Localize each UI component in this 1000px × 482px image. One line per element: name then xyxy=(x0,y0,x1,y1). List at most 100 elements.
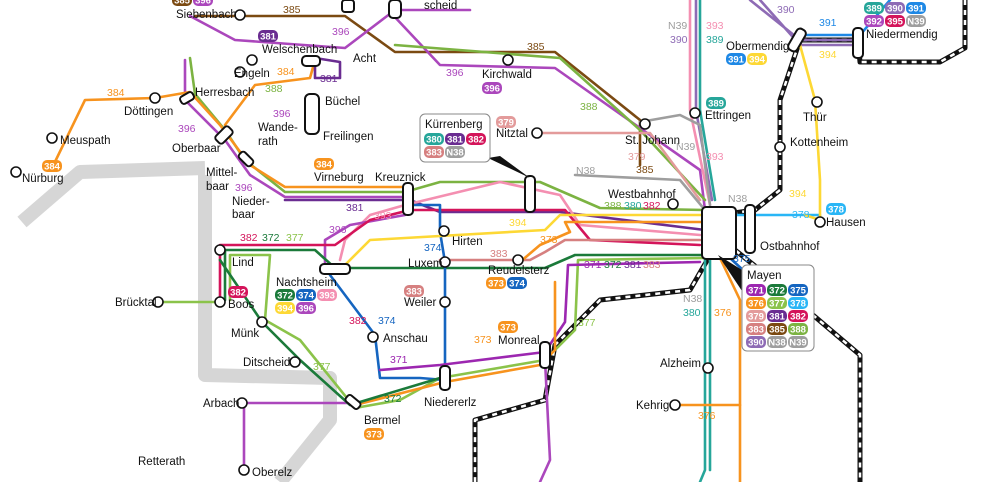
route-badge-372: 372 xyxy=(275,289,295,302)
svg-text:N39: N39 xyxy=(907,17,924,28)
route-badge-380: 380 xyxy=(424,133,444,146)
route-badge-384: 384 xyxy=(314,158,334,171)
rn-n38-top: N38 xyxy=(576,165,595,177)
svg-text:371: 371 xyxy=(748,286,765,297)
route-badge-N39: N39 xyxy=(906,15,926,28)
route-badge-394: 394 xyxy=(275,302,295,315)
label-st-johann: St. Johann xyxy=(625,135,680,147)
label-mittelbaar-1: Mittel- xyxy=(206,167,237,179)
rn-393-kreuznick: 393 xyxy=(374,210,392,222)
route-396-kirchwald xyxy=(390,12,707,212)
label-wanderath-1: Wande- xyxy=(258,122,298,134)
rn-393-top: 393 xyxy=(706,20,724,32)
route-badge-383: 383 xyxy=(404,285,424,298)
rn-376-kehrig: 376 xyxy=(698,410,716,422)
svg-text:372: 372 xyxy=(277,291,293,302)
label-niedererlz: Niedererlz xyxy=(424,397,477,409)
rn-382-lind: 382 xyxy=(240,232,258,244)
label-welschenbach: Welschenbach xyxy=(262,44,337,56)
label-acht: Acht xyxy=(353,53,377,65)
label-boos: Boos xyxy=(228,299,254,311)
label-ettringen: Ettringen xyxy=(705,110,751,122)
label-doettingen: Döttingen xyxy=(124,106,173,118)
label-kehrig: Kehrig xyxy=(636,400,669,412)
route-379 xyxy=(538,131,702,202)
rn-384-doettingen: 384 xyxy=(107,87,125,99)
label-kreuznick: Kreuznick xyxy=(375,172,426,184)
route-374 xyxy=(328,203,447,382)
label-lind: Lind xyxy=(232,257,254,269)
svg-text:388: 388 xyxy=(790,325,806,336)
svg-text:382: 382 xyxy=(468,135,484,146)
label-kottenheim: Kottenheim xyxy=(790,137,848,149)
rn-394-mid: 394 xyxy=(509,217,527,229)
route-badge-374: 374 xyxy=(507,277,527,290)
rn-396-kirchwald: 396 xyxy=(446,67,464,79)
svg-text:375: 375 xyxy=(790,286,807,297)
route-badge-390: 390 xyxy=(885,2,905,15)
rn-396-acht: 396 xyxy=(332,26,350,38)
route-badge-391: 391 xyxy=(906,2,926,15)
label-niedermendig: Niedermendig xyxy=(866,29,938,41)
svg-text:372: 372 xyxy=(769,286,785,297)
route-393-top xyxy=(688,0,712,207)
label-thuer: Thür xyxy=(803,112,827,124)
rn-377-ditscheid: 377 xyxy=(313,361,331,373)
rn-381-buechel: 381 xyxy=(320,73,338,85)
rn-394-right: 394 xyxy=(819,49,837,61)
svg-text:385: 385 xyxy=(769,325,786,336)
label-buechel: Büchel xyxy=(325,96,360,108)
rn-396-oberbaar: 396 xyxy=(178,123,196,135)
label-mittelbaar-2: baar xyxy=(206,181,229,193)
river xyxy=(17,161,337,482)
label-nuerburg: Nürburg xyxy=(22,173,64,185)
svg-text:373: 373 xyxy=(500,323,516,334)
transfer-bars xyxy=(179,0,864,410)
route-394 xyxy=(338,213,707,272)
rn-376-lower: 376 xyxy=(714,307,732,319)
label-oberbaar: Oberbaar xyxy=(172,143,221,155)
rn-n38-westbf: N38 xyxy=(728,193,747,205)
route-badge-379: 379 xyxy=(496,116,516,129)
svg-text:382: 382 xyxy=(790,312,806,323)
svg-text:392: 392 xyxy=(866,17,882,28)
svg-text:374: 374 xyxy=(298,291,315,302)
svg-text:390: 390 xyxy=(748,338,764,349)
svg-text:N38: N38 xyxy=(768,338,785,349)
route-381 xyxy=(313,56,342,80)
svg-text:384: 384 xyxy=(316,160,333,171)
svg-text:373: 373 xyxy=(488,279,504,290)
svg-text:N38: N38 xyxy=(446,148,463,159)
rn-393-right: 393 xyxy=(706,151,724,163)
rn-380-westbf: 380 xyxy=(624,200,642,212)
label-oberelz: Oberelz xyxy=(252,467,293,479)
svg-text:389: 389 xyxy=(708,99,724,110)
route-384-engeln xyxy=(223,58,317,127)
route-n38-left xyxy=(573,173,707,212)
route-badge-378: 378 xyxy=(826,203,846,216)
label-muenk: Münk xyxy=(231,328,259,340)
label-herresbach: Herresbach xyxy=(195,87,254,99)
svg-text:381: 381 xyxy=(447,135,464,146)
route-n38 xyxy=(638,113,712,207)
route-badge-390: 390 xyxy=(746,336,766,349)
route-badge-379: 379 xyxy=(746,310,766,323)
label-alzheim: Alzheim xyxy=(660,358,701,370)
label-monreal: Monreal xyxy=(498,335,540,347)
svg-text:373: 373 xyxy=(366,430,382,441)
label-ditscheid: Ditscheid xyxy=(243,357,290,369)
route-384 xyxy=(50,90,407,189)
stops xyxy=(10,9,826,476)
route-badge-396: 396 xyxy=(296,302,316,315)
route-badge-373: 373 xyxy=(498,321,518,334)
route-badge-391: 391 xyxy=(726,53,746,66)
rn-396-lind: 396 xyxy=(329,224,347,236)
svg-text:380: 380 xyxy=(426,135,442,146)
label-weiler: Weiler xyxy=(404,297,437,309)
label-freilingen: Freilingen xyxy=(323,131,374,143)
rn-381-mayen: 381 xyxy=(624,259,642,271)
route-383 xyxy=(438,238,702,262)
